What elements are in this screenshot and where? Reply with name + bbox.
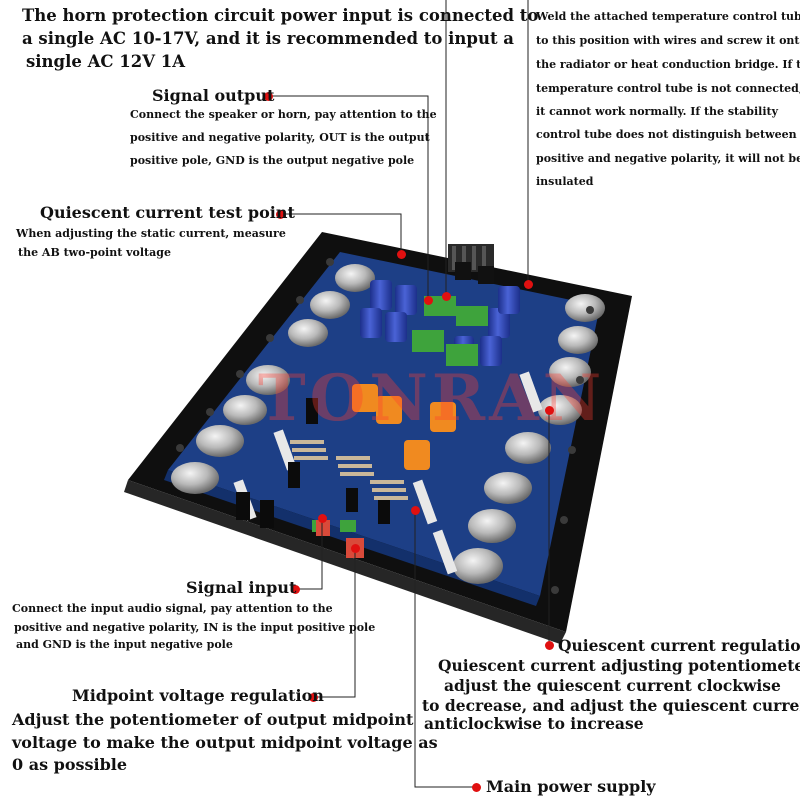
marker-dot-regulation-title <box>545 641 554 650</box>
signal-input-title: Signal input <box>186 578 297 597</box>
signal-output-title: Signal output <box>152 86 275 105</box>
resistor-rows <box>290 440 408 500</box>
driver-transistors <box>236 398 390 528</box>
marker-dot-output <box>424 296 433 305</box>
quiescent-regulation-line-4: anticlockwise to increase <box>424 714 644 733</box>
marker-dot-power-title <box>472 783 481 792</box>
temp-line-7: positive and negative polarity, it will … <box>536 152 800 165</box>
temp-line-1: Weld the attached temperature control tu… <box>536 10 800 23</box>
signal-output-line-3: positive pole, GND is the output negativ… <box>130 154 415 167</box>
mount-holes <box>176 258 594 594</box>
signal-input-line-1: Connect the input audio signal, pay atte… <box>12 602 333 615</box>
horn-line-1: The horn protection circuit power input … <box>22 6 539 25</box>
midpoint-line-2: voltage to make the output midpoint volt… <box>12 733 438 752</box>
quiescent-regulation-title: Quiescent current regulation <box>558 636 800 655</box>
marker-dot-output-title <box>264 92 273 101</box>
horn-line-3: single AC 12V 1A <box>26 52 186 71</box>
marker-dot-midpoint-title <box>309 693 318 702</box>
quiescent-test-line-1: When adjusting the static current, measu… <box>16 227 286 240</box>
orange-components <box>316 384 456 558</box>
signal-output-line-2: positive and negative polarity, OUT is t… <box>130 131 430 144</box>
marker-dot-midpoint <box>351 544 360 553</box>
marker-dot-temp <box>524 280 533 289</box>
quiescent-test-line-2: the AB two-point voltage <box>18 246 171 259</box>
midpoint-line-3: 0 as possible <box>12 755 128 774</box>
temp-line-8: insulated <box>536 175 594 188</box>
signal-output-line-1: Connect the speaker or horn, pay attenti… <box>130 108 437 121</box>
horn-line-2: a single AC 10-17V, and it is recommende… <box>22 29 514 48</box>
quiescent-regulation-line-3: to decrease, and adjust the quiescent cu… <box>422 696 800 715</box>
marker-dot-input <box>318 514 327 523</box>
right-transistors <box>453 294 605 584</box>
signal-input-line-2: positive and negative polarity, IN is th… <box>14 621 376 634</box>
signal-input-line-3: and GND is the input negative pole <box>16 638 233 651</box>
marker-dot-power <box>411 506 420 515</box>
temp-line-5: it cannot work normally. If the stabilit… <box>536 105 778 118</box>
marker-dot-test-title <box>276 210 285 219</box>
small-heatsink <box>448 244 494 284</box>
terminal-blocks <box>312 296 488 532</box>
temp-line-3: the radiator or heat conduction bridge. … <box>536 58 800 71</box>
temp-line-4: temperature control tube is not connecte… <box>536 82 800 95</box>
quiescent-regulation-line-2: adjust the quiescent current clockwise <box>444 676 781 695</box>
marker-dot-test <box>397 250 406 259</box>
marker-dot-input-title <box>291 585 300 594</box>
watermark: TONRAN <box>258 361 605 436</box>
marker-dot-regulation <box>545 406 554 415</box>
left-transistors <box>171 264 375 494</box>
midpoint-title: Midpoint voltage regulation <box>72 686 324 705</box>
midpoint-line-1: Adjust the potentiometer of output midpo… <box>12 710 414 729</box>
temp-line-2: to this position with wires and screw it… <box>536 34 800 47</box>
quiescent-regulation-line-1: Quiescent current adjusting potentiomete… <box>438 656 800 675</box>
marker-dot-horn <box>442 292 451 301</box>
quiescent-test-title: Quiescent current test point <box>40 203 295 222</box>
temp-line-6: control tube does not distinguish betwee… <box>536 128 797 141</box>
leader-lines <box>268 0 550 788</box>
main-power-title: Main power supply <box>486 777 656 796</box>
